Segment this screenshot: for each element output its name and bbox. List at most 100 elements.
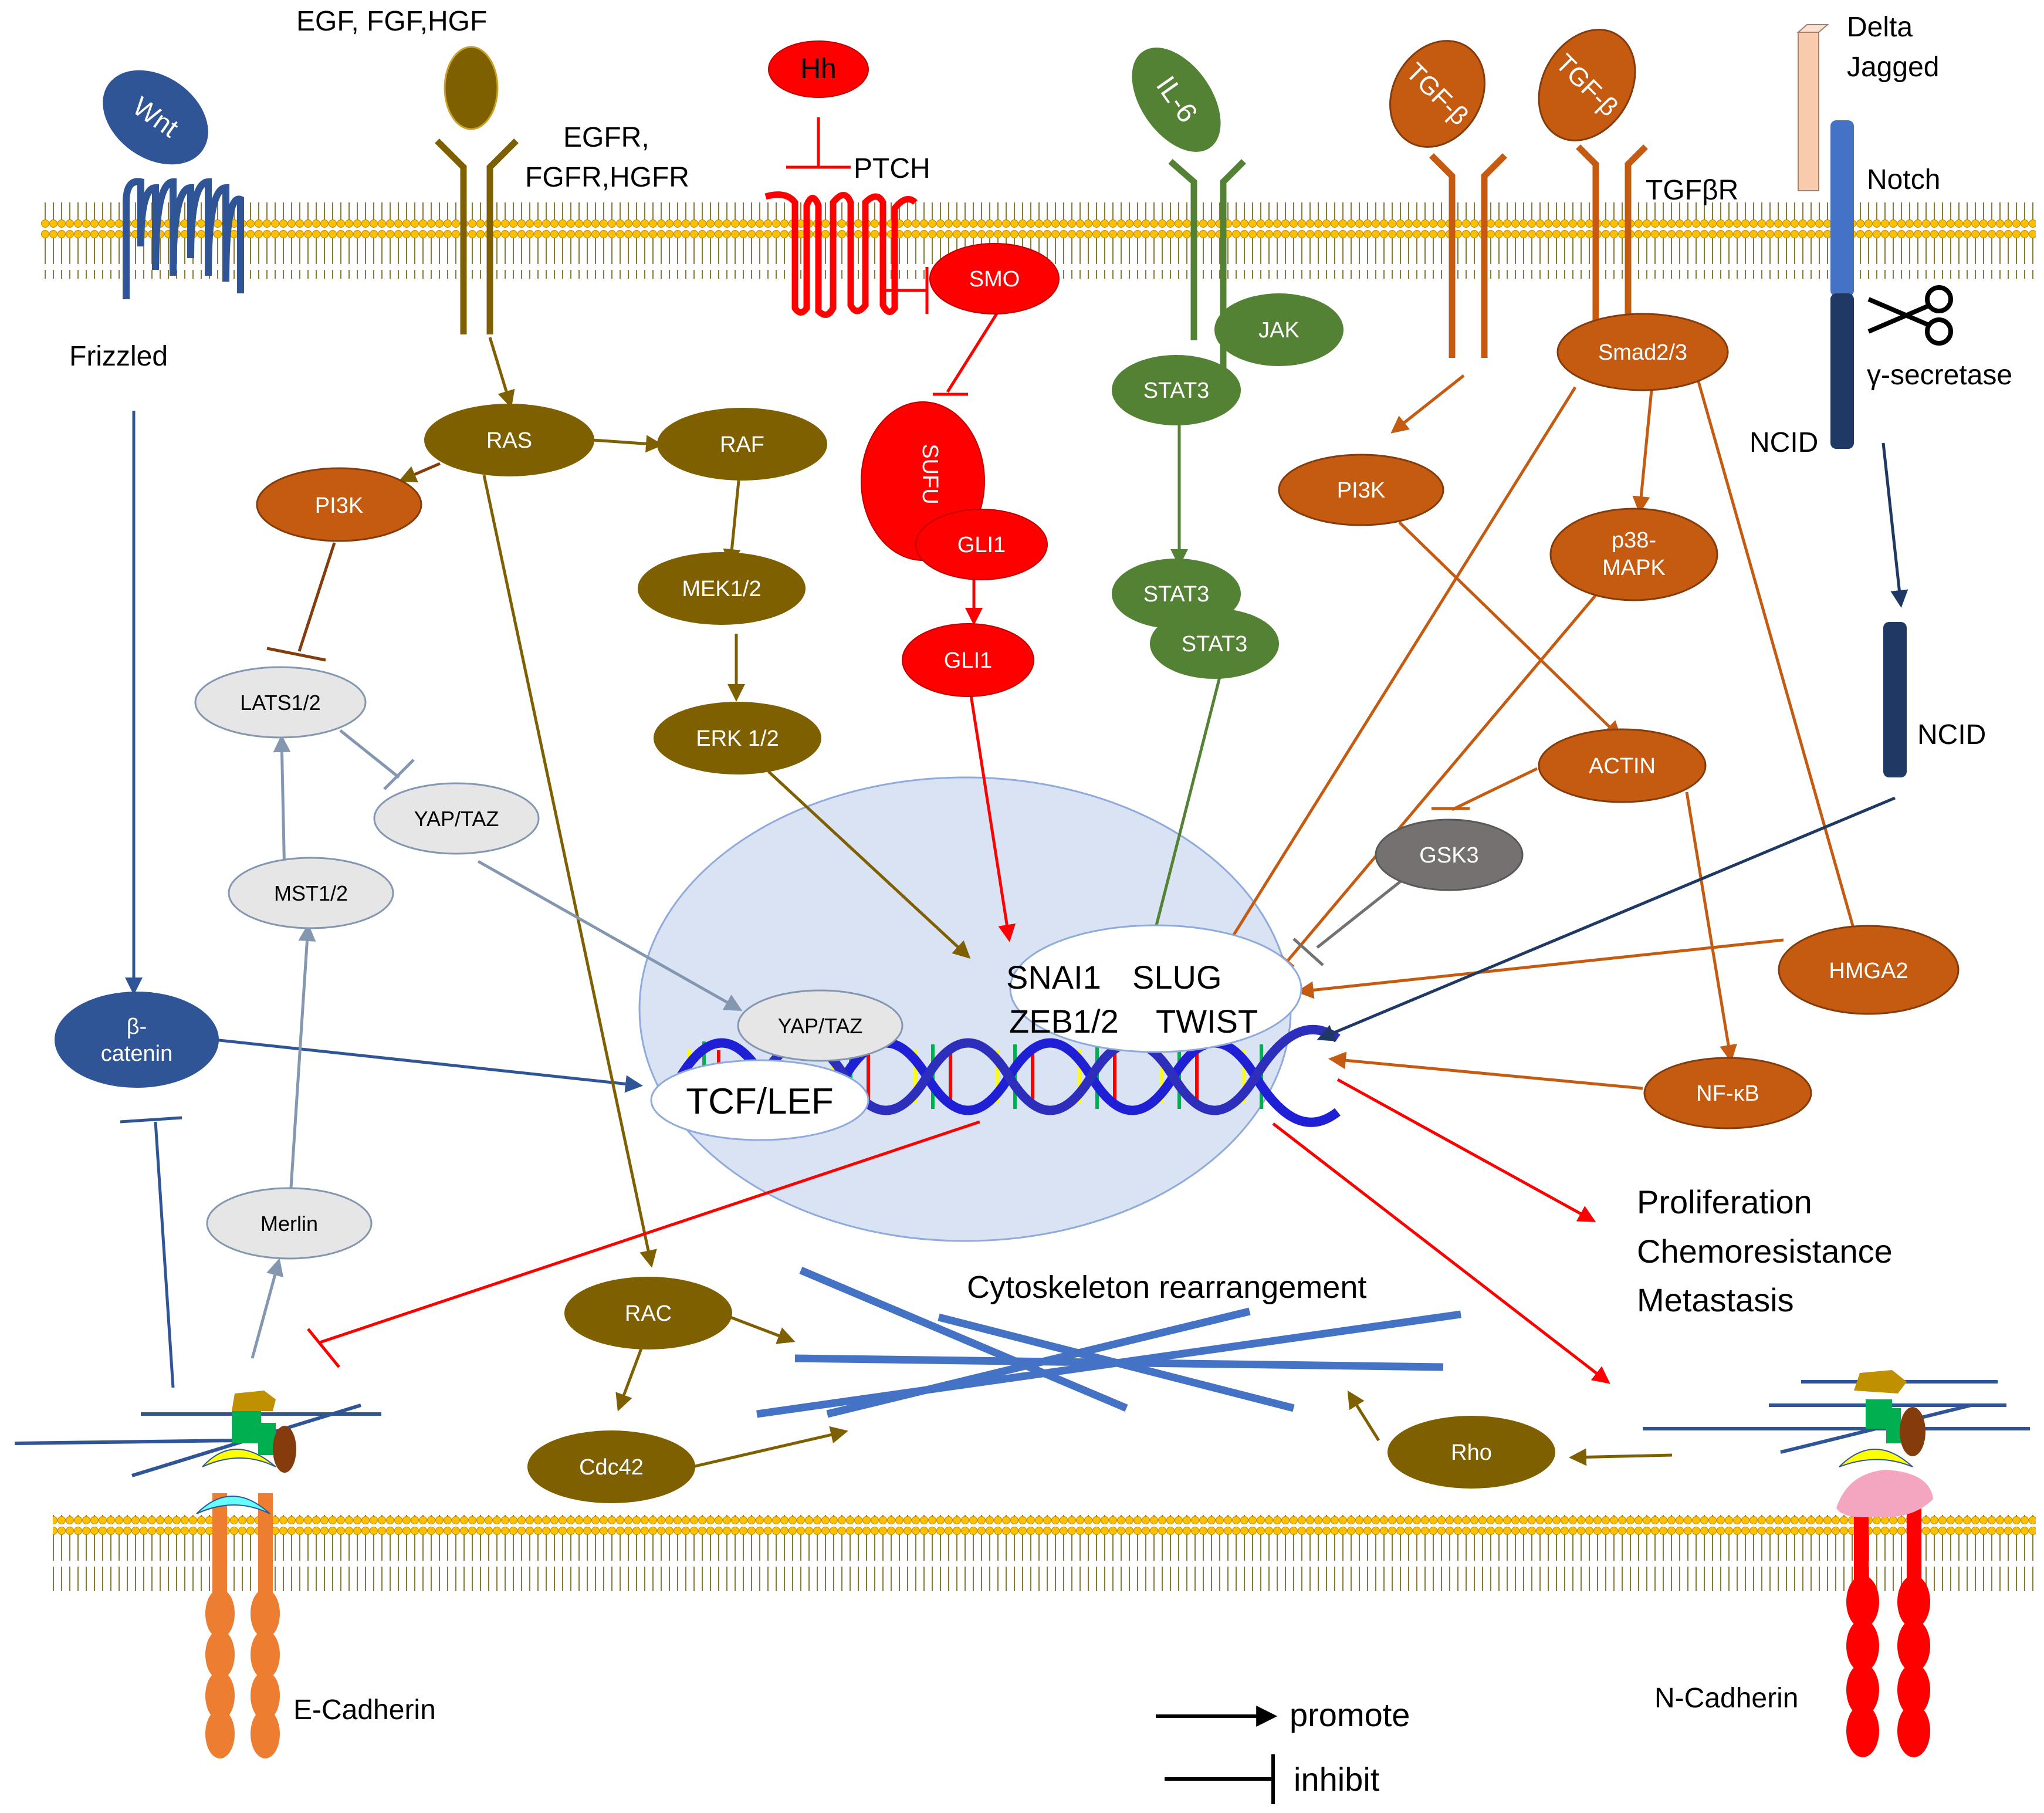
egfr-label-1: EGFR, xyxy=(563,122,649,153)
rho-label: Rho xyxy=(1451,1440,1492,1465)
ncid-free xyxy=(1883,622,1907,777)
actin-node xyxy=(1538,728,1707,803)
jagged-label: Jagged xyxy=(1847,52,1939,83)
ncid-label-1: NCID xyxy=(1749,427,1818,458)
smad-node xyxy=(1556,313,1729,391)
mek-node xyxy=(638,552,806,625)
n-cadherin-label: N-Cadherin xyxy=(1654,1683,1798,1714)
cytoskeleton-label: Cytoskeleton rearrangement xyxy=(967,1270,1366,1305)
stat3-membrane-label: STAT3 xyxy=(1143,378,1210,403)
egf-label: EGF, FGF,HGF xyxy=(296,6,487,37)
tcflef-label: TCF/LEF xyxy=(686,1081,833,1122)
gsk3-node xyxy=(1375,818,1524,891)
cdc42-node xyxy=(527,1430,695,1503)
bcatenin-label-2: catenin xyxy=(101,1041,173,1066)
hmga2-node xyxy=(1778,925,1960,1015)
hh-ligand xyxy=(768,40,869,98)
p38-label-1: p38- xyxy=(1612,528,1656,553)
stat3-membrane-node xyxy=(1112,355,1241,425)
tcflef-box xyxy=(650,1059,869,1141)
delta-jagged-ligand xyxy=(1798,32,1819,191)
nfkb-node xyxy=(1643,1057,1812,1129)
frizzled-receptor xyxy=(123,178,244,299)
stat3-dimer-b-node xyxy=(1150,608,1279,679)
ras-label: RAS xyxy=(486,428,532,453)
notch-receptor xyxy=(1830,120,1854,296)
yaptaz-outer-label: YAP/TAZ xyxy=(414,807,499,831)
tgfb-ligand-1 xyxy=(1389,40,1485,148)
scissors-icon xyxy=(1867,285,1953,346)
emt-tf-box xyxy=(1009,924,1302,1053)
plasma-membrane-bottom xyxy=(53,1515,2036,1591)
smad-label: Smad2/3 xyxy=(1598,340,1687,365)
yaptaz-inner-node xyxy=(737,989,903,1062)
rac-node xyxy=(564,1277,732,1349)
actin-label: ACTIN xyxy=(1589,754,1656,779)
sufu-label: SUFU xyxy=(918,444,942,504)
delta-label: Delta xyxy=(1847,12,1913,43)
pi3k-left-node xyxy=(256,467,422,542)
egfr-receptor xyxy=(435,138,519,334)
wnt-ligand xyxy=(103,70,208,165)
raf-node xyxy=(657,408,827,481)
lats-label: LATS1/2 xyxy=(240,691,320,715)
rac-label: RAC xyxy=(625,1301,672,1326)
proliferation-label: Proliferation xyxy=(1637,1183,1812,1220)
smo-label: SMO xyxy=(969,267,1020,292)
gli1-free-node xyxy=(902,623,1034,697)
tgfbr-label: TGFβR xyxy=(1646,175,1738,206)
tf-snai1: SNAI1 xyxy=(1006,959,1101,996)
n-cadherin-complex xyxy=(1643,1370,2030,1757)
rho-node xyxy=(1388,1416,1555,1489)
gsk3-label: GSK3 xyxy=(1419,843,1478,868)
ras-node xyxy=(424,404,594,476)
pi3k-right-label: PI3K xyxy=(1337,478,1385,503)
bcatenin-node xyxy=(55,992,219,1088)
gli1-bound-label: GLI1 xyxy=(957,533,1006,557)
bcatenin-label-1: β- xyxy=(127,1014,147,1039)
tgfb-ligand-2 xyxy=(1538,29,1636,141)
p38-label-2: MAPK xyxy=(1602,556,1666,580)
yaptaz-outer-node xyxy=(373,782,540,855)
pi3k-left-label: PI3K xyxy=(315,493,363,518)
tf-zeb: ZEB1/2 xyxy=(1009,1003,1119,1040)
ptch-receptor xyxy=(764,191,918,318)
stat3-dimer-a-label: STAT3 xyxy=(1143,582,1210,607)
notch-label: Notch xyxy=(1867,164,1940,195)
egf-ligand xyxy=(444,46,499,130)
smo-node xyxy=(929,243,1060,314)
nfkb-label: NF-κB xyxy=(1696,1081,1759,1106)
erk-node xyxy=(654,702,821,774)
gli1-free-label: GLI1 xyxy=(944,648,992,673)
lats-node xyxy=(194,666,367,739)
merlin-label: Merlin xyxy=(260,1212,318,1236)
tgfbr-receptor-2 xyxy=(1576,144,1648,329)
tf-twist: TWIST xyxy=(1156,1003,1258,1040)
il6-ligand xyxy=(1132,48,1221,152)
yaptaz-inner-label: YAP/TAZ xyxy=(778,1014,863,1038)
metastasis-label: Metastasis xyxy=(1637,1281,1794,1318)
mst-node xyxy=(228,857,394,929)
tf-slug: SLUG xyxy=(1132,959,1222,996)
il6-receptor xyxy=(1168,158,1246,376)
hmga2-label: HMGA2 xyxy=(1829,959,1908,983)
cytoskeleton-filaments xyxy=(756,1267,1461,1418)
e-cadherin-label: E-Cadherin xyxy=(293,1694,436,1726)
stat3-dimer-b-label: STAT3 xyxy=(1182,632,1248,657)
legend-promote-label: promote xyxy=(1290,1696,1410,1733)
chemoresistance-label: Chemoresistance xyxy=(1637,1233,1893,1270)
jak-node xyxy=(1214,293,1344,366)
ptch-label: PTCH xyxy=(854,153,930,184)
jak-label: JAK xyxy=(1258,318,1300,343)
tgfbr-receptor-1 xyxy=(1429,153,1507,358)
erk-label: ERK 1/2 xyxy=(696,726,779,751)
pi3k-right-node xyxy=(1278,454,1444,526)
mek-label: MEK1/2 xyxy=(682,577,761,601)
raf-label: RAF xyxy=(720,432,764,457)
gli1-bound-node xyxy=(915,509,1048,580)
legend-inhibit-label: inhibit xyxy=(1294,1761,1380,1798)
gamma-secretase-label: γ-secretase xyxy=(1867,360,2012,391)
merlin-node xyxy=(206,1187,373,1260)
